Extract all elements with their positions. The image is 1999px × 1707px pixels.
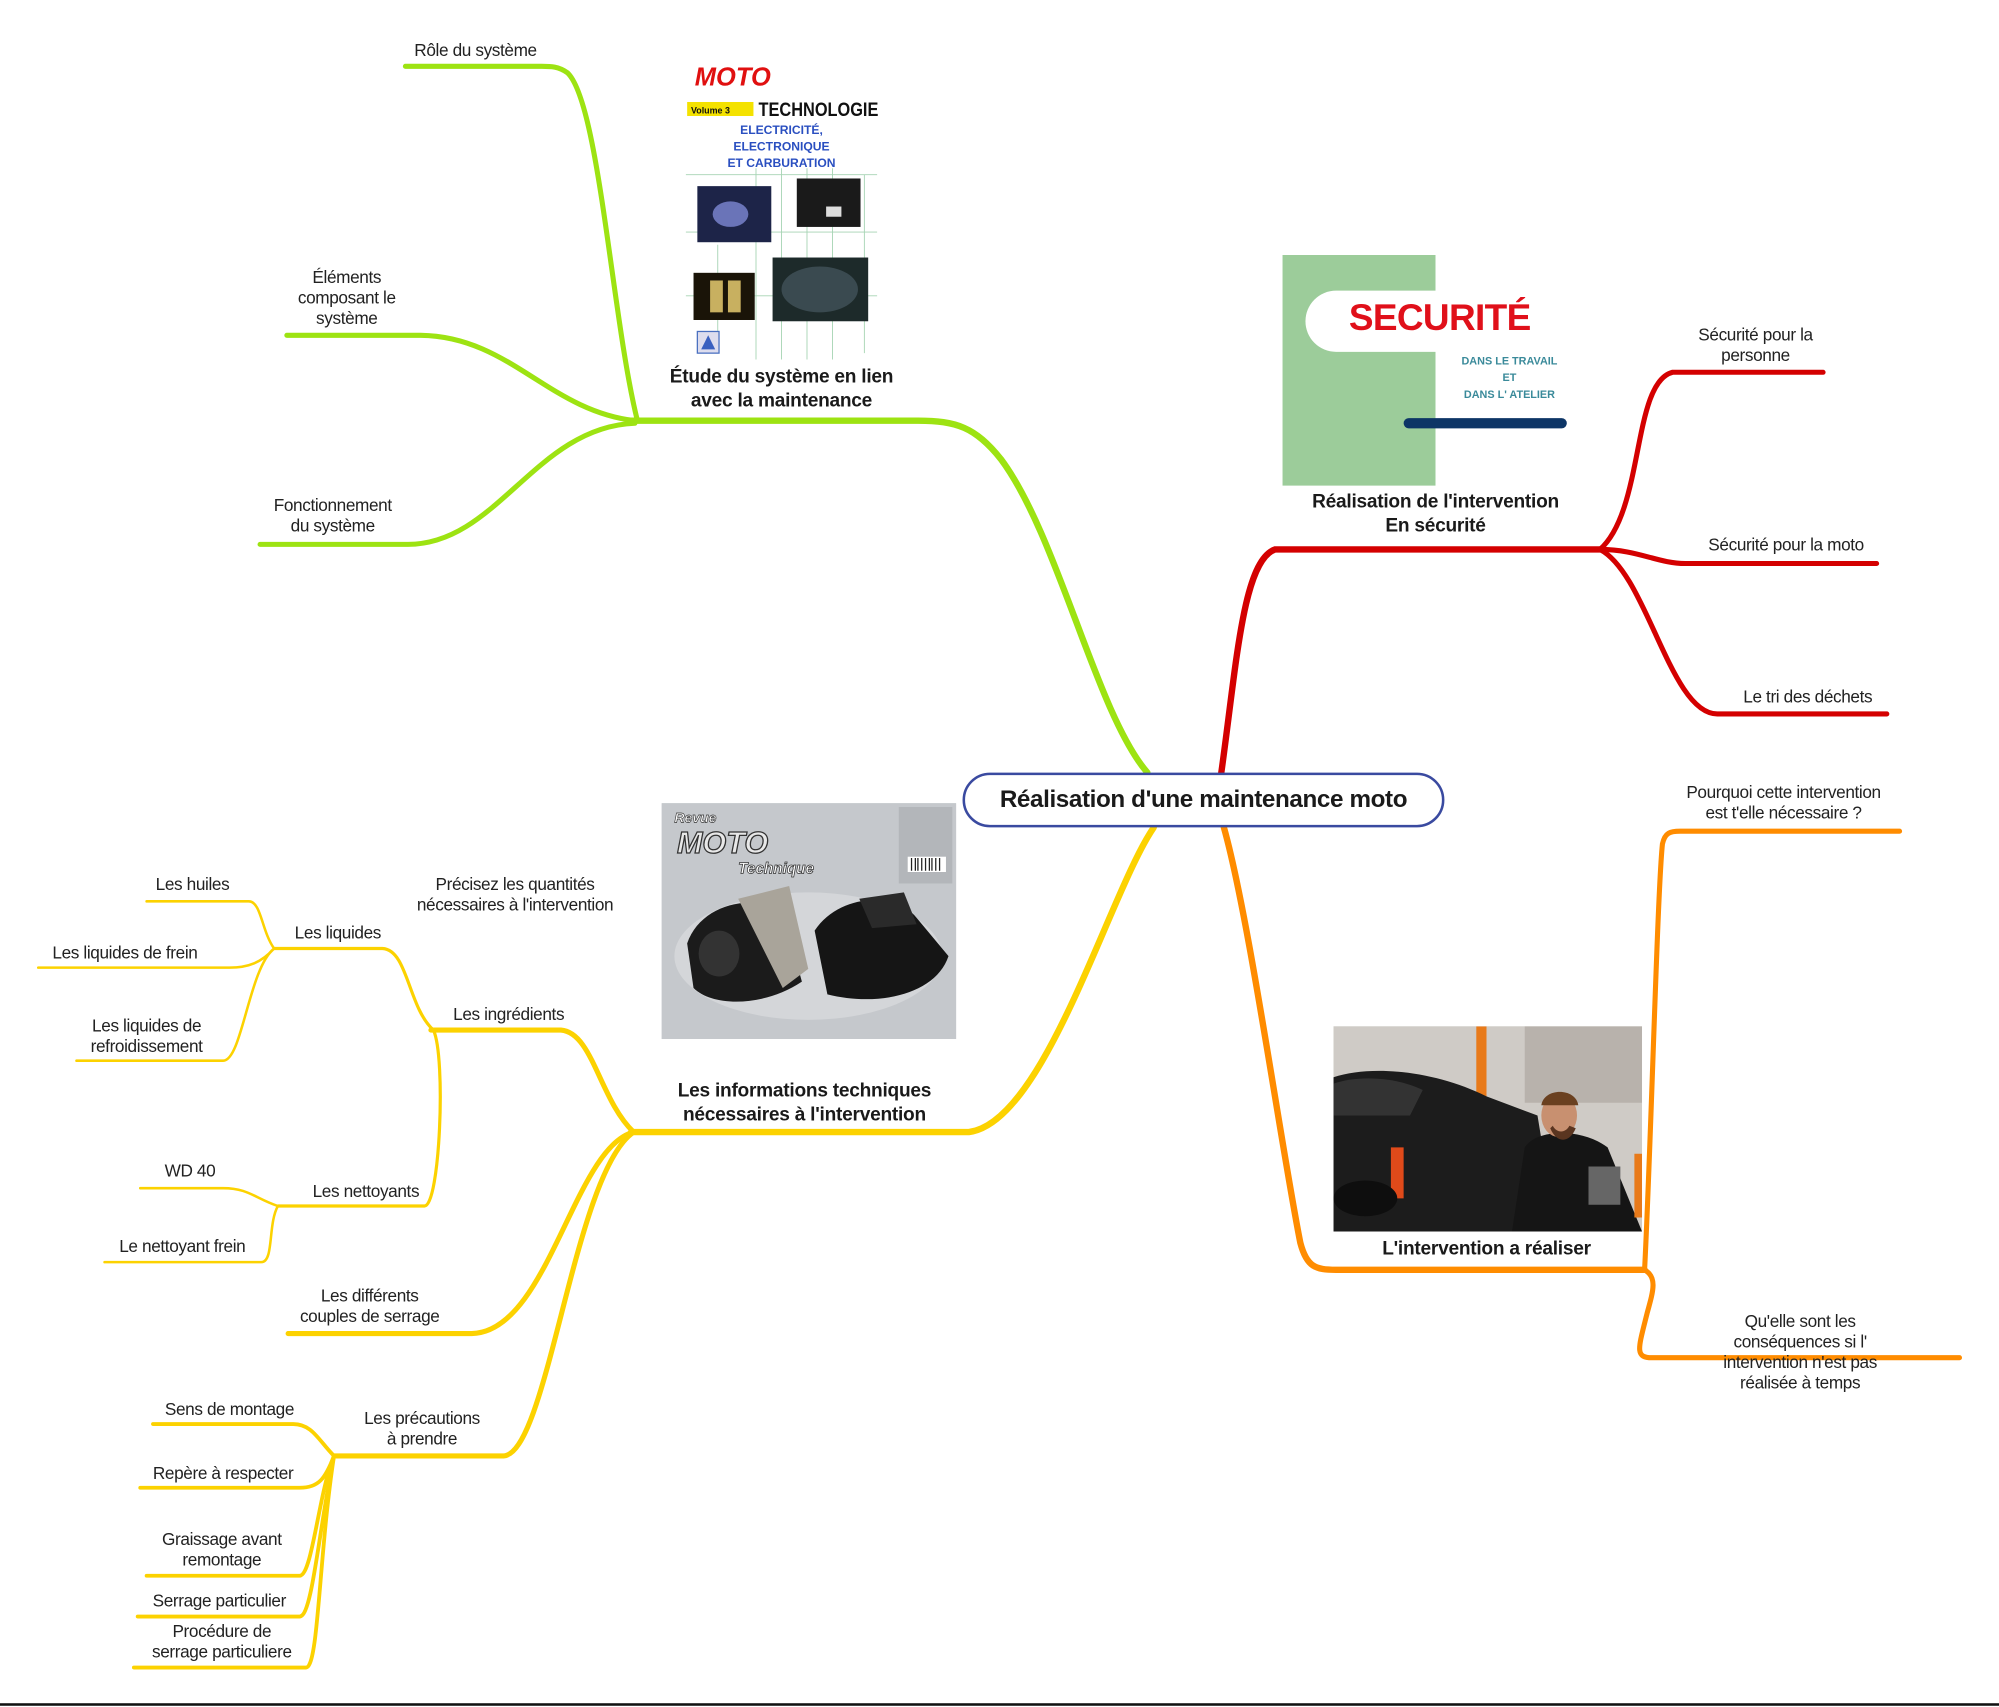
revue-cover-brand-revue: Revue [674, 809, 716, 825]
link-dechets [1597, 546, 1890, 717]
link-moto [1597, 546, 1880, 567]
item-procedure-serrage[interactable]: Procédure de serrage particuliere [151, 1621, 292, 1662]
revue-moto-technique-cover: Revue MOTO Technique [661, 803, 957, 1040]
orange-branch-lines [1220, 824, 1963, 1361]
link-securite [1218, 546, 1604, 776]
link-huiles [145, 900, 276, 950]
link-wd40 [138, 1186, 280, 1208]
link-liquides [272, 946, 436, 1032]
subtopic-couples-serrage[interactable]: Les différents couples de serrage [299, 1286, 440, 1326]
link-fonctionnement [257, 420, 638, 547]
cover-brand-technologie: TECHNOLOGIE [759, 100, 879, 121]
topic-securite[interactable]: Réalisation de l'intervention En sécurit… [1312, 490, 1559, 537]
subtopic-tri-dechets[interactable]: Le tri des déchets [1743, 687, 1873, 707]
link-nettoyants [276, 1028, 442, 1208]
securite-subtext: DANS LE TRAVAIL ET DANS L' ATELIER [1461, 354, 1558, 401]
yellow-branch-lines [36, 824, 1157, 1670]
link-couples [285, 1129, 637, 1337]
item-wd40[interactable]: WD 40 [164, 1161, 216, 1181]
revue-cover-brand-technique: Technique [738, 860, 814, 877]
item-liquides-refroidissement[interactable]: Les liquides de refroidissement [90, 1016, 203, 1056]
item-huiles[interactable]: Les huiles [155, 874, 230, 894]
link-nettoyant-frein [103, 1204, 280, 1264]
subtopic-fonctionnement[interactable]: Fonctionnement du système [273, 495, 392, 536]
item-repere[interactable]: Repère à respecter [152, 1463, 294, 1483]
topic-informations-techniques[interactable]: Les informations techniques nécessaires … [677, 1079, 932, 1126]
link-consequences [1637, 1267, 1963, 1361]
svg-text:ET CARBURATION: ET CARBURATION [727, 156, 835, 170]
svg-text:ELECTRONIQUE: ELECTRONIQUE [733, 139, 829, 153]
central-topic[interactable]: Réalisation d'une maintenance moto [962, 772, 1445, 828]
securite-heading: SECURITÉ [1348, 298, 1531, 340]
subtopic-securite-personne[interactable]: Sécurité pour la personne [1698, 325, 1813, 365]
link-elements [284, 332, 638, 424]
moto-technologie-cover-image: MOTO TECHNOLOGIE Volume 3 ELECTRICITÉ, E… [679, 53, 884, 364]
cover-brand-moto: MOTO [695, 63, 771, 91]
subtopic-securite-moto[interactable]: Sécurité pour la moto [1708, 535, 1864, 555]
link-procedure [131, 1453, 336, 1670]
note-quantites[interactable]: Précisez les quantités nécessaires à l'i… [416, 874, 614, 915]
subtopic-role-systeme[interactable]: Rôle du système [414, 40, 537, 60]
link-pourquoi [1642, 828, 1903, 1273]
link-intervention [1220, 824, 1648, 1273]
subtopic-nettoyants[interactable]: Les nettoyants [312, 1181, 420, 1201]
subtopic-consequences[interactable]: Qu'elle sont les conséquences si l' inte… [1723, 1311, 1877, 1393]
item-serrage-particulier[interactable]: Serrage particulier [152, 1591, 287, 1611]
link-ingredients [428, 1027, 637, 1135]
cover-volume: Volume 3 [691, 105, 730, 115]
topic-etude-systeme[interactable]: Étude du système en lien avec la mainten… [669, 365, 894, 412]
subtopic-elements-systeme[interactable]: Éléments composant le système [297, 267, 396, 328]
svg-text:ELECTRICITÉ,: ELECTRICITÉ, [740, 122, 823, 137]
green-branch-lines [257, 63, 1151, 776]
subtopic-liquides[interactable]: Les liquides [294, 923, 382, 943]
subtopic-ingredients[interactable]: Les ingrédients [453, 1004, 565, 1024]
subtopic-precautions[interactable]: Les précautions à prendre [364, 1408, 480, 1449]
item-sens-montage[interactable]: Sens de montage [164, 1399, 295, 1419]
bottom-border [0, 1703, 1999, 1706]
subtopic-pourquoi[interactable]: Pourquoi cette intervention est t'elle n… [1686, 782, 1881, 823]
link-infos [627, 824, 1157, 1136]
revue-cover-brand-moto: MOTO [677, 826, 768, 860]
item-liquides-frein[interactable]: Les liquides de frein [52, 943, 198, 963]
item-graissage[interactable]: Graissage avant remontage [162, 1529, 282, 1570]
link-refroid [75, 947, 276, 1062]
link-precautions [331, 1129, 637, 1459]
mechanic-photo [1333, 1026, 1643, 1232]
red-branch-lines [1218, 369, 1890, 776]
securite-image: SECURITÉ DANS LE TRAVAIL ET DANS L' ATEL… [1282, 254, 1569, 486]
link-personne [1597, 369, 1826, 553]
link-etude [627, 417, 1151, 776]
item-nettoyant-frein[interactable]: Le nettoyant frein [119, 1236, 246, 1256]
link-graissage [144, 1453, 336, 1578]
link-sens [151, 1422, 336, 1458]
link-role [402, 63, 640, 424]
topic-intervention[interactable]: L'intervention a réaliser [1382, 1237, 1591, 1260]
